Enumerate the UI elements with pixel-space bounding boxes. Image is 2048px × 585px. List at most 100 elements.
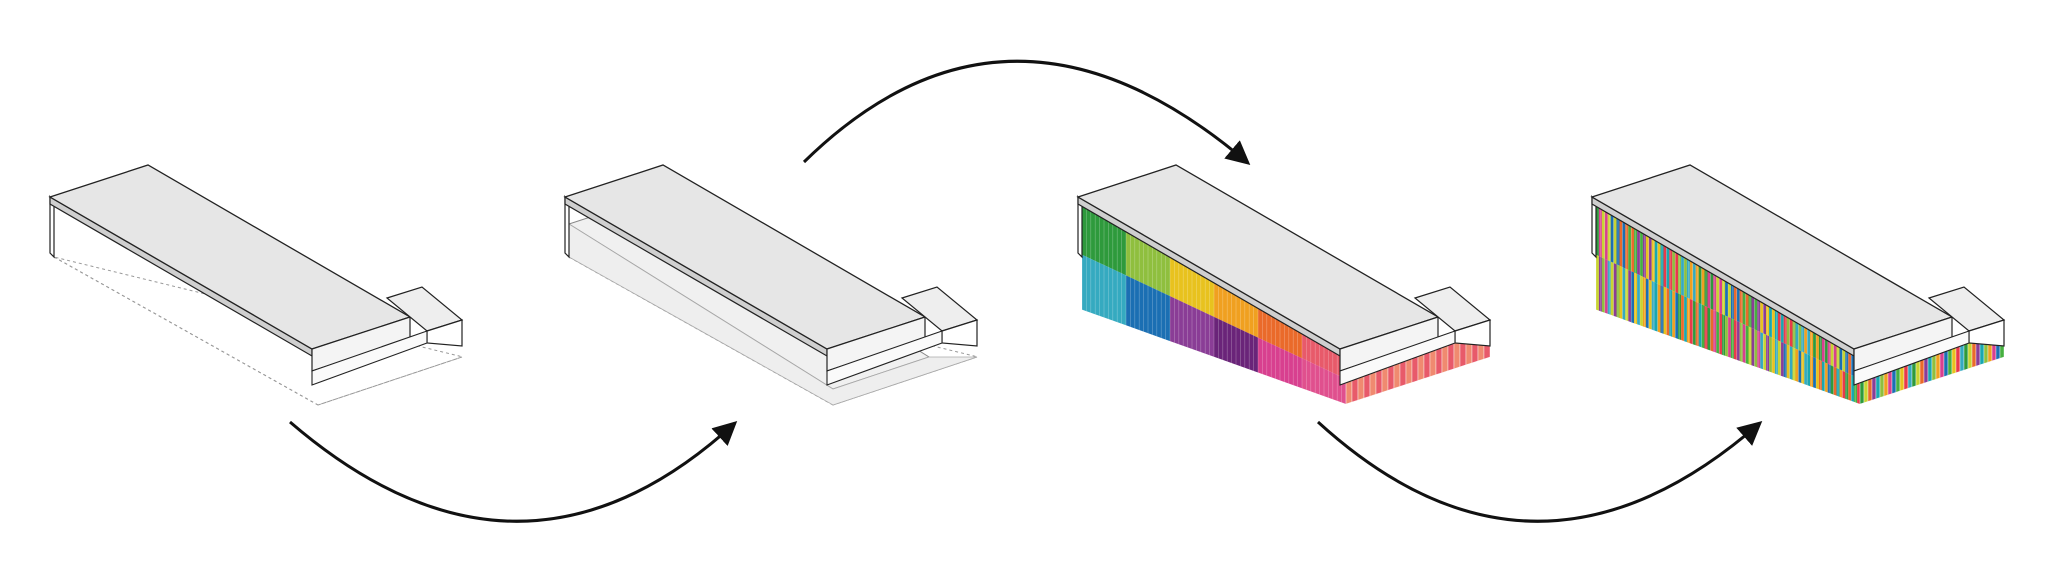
facade-panel [1695, 261, 1699, 303]
facade-panel [1302, 330, 1346, 379]
facade-panel [1648, 279, 1652, 330]
facade-panel [1601, 257, 1605, 313]
facade-panel [1637, 227, 1640, 276]
facade-panel [1689, 298, 1693, 345]
facade-panel [1763, 333, 1767, 371]
facade-panel [1745, 325, 1749, 365]
facade-panel [1654, 282, 1658, 332]
facade-panel [1695, 301, 1699, 347]
facade-panel [1126, 229, 1170, 297]
facade-panel [1795, 348, 1799, 382]
facade-panel [1824, 362, 1828, 393]
facade-panel [1640, 275, 1643, 327]
facade-panel [1684, 254, 1687, 298]
facade-panel [1804, 352, 1808, 386]
facade-panel [1810, 327, 1814, 357]
facade-panel [1722, 276, 1726, 316]
facade-panel [1745, 290, 1749, 327]
facade-panel [1651, 236, 1655, 283]
facade-panel [1716, 311, 1720, 354]
facade-panel [1801, 322, 1805, 353]
facade-panel [1716, 273, 1720, 313]
facade-panel [1730, 281, 1734, 320]
facade-panel [1610, 212, 1614, 263]
facade-panel [1598, 256, 1602, 312]
facade-panel [1769, 303, 1772, 338]
annex-side [1853, 330, 1970, 386]
facade-panel [1616, 215, 1620, 266]
facade-panel [1792, 317, 1796, 349]
facade-panel [1833, 366, 1837, 396]
facade-panel [1648, 234, 1652, 281]
facade-panel [1763, 300, 1767, 335]
facade-panel [1830, 339, 1834, 367]
facade-panel [1801, 351, 1805, 385]
facade-panel [1792, 347, 1796, 381]
facade-panel [1810, 355, 1814, 388]
facade-panel [1686, 256, 1690, 299]
facade-panel [1728, 316, 1731, 358]
facade-panel [1619, 217, 1623, 268]
facade-panel [1707, 307, 1711, 351]
facade-panel [1170, 254, 1214, 317]
building-stage-4 [1590, 164, 2006, 405]
facade-panel [1722, 314, 1726, 356]
facade-panel [1631, 271, 1635, 324]
facade-panel [1786, 313, 1790, 346]
facade-panel [1754, 295, 1758, 331]
facade-panel [1789, 345, 1793, 380]
facade-panel [1748, 326, 1752, 366]
facade-panel [1214, 316, 1258, 373]
facade-panel [1663, 242, 1667, 288]
facade-panel [1619, 265, 1623, 319]
facade-panel [1631, 224, 1635, 273]
facade-panel [1839, 344, 1843, 371]
facade-panel [1845, 347, 1849, 374]
facade-panel [1733, 319, 1737, 360]
transition-arrow [1316, 420, 1763, 523]
facade-panel [1660, 285, 1664, 334]
facade-panel [1675, 292, 1679, 339]
facade-panel [1082, 254, 1126, 326]
facade-panel [1628, 269, 1632, 323]
facade-panel [1678, 293, 1682, 340]
facade-panel [1672, 247, 1676, 292]
facade-panel [1836, 342, 1840, 370]
facade-panel [1625, 220, 1629, 270]
facade-panel [1651, 280, 1655, 331]
facade-panel [1848, 349, 1852, 375]
facade-panel [1710, 269, 1714, 310]
facade-panel [1701, 304, 1705, 349]
building-stage-2 [563, 164, 979, 406]
facade-panel [1736, 321, 1740, 361]
transition-arrow [802, 59, 1251, 165]
facade-panel [1613, 263, 1617, 317]
facade-panel [1713, 271, 1717, 312]
facade-panel [1686, 297, 1690, 344]
facade-panel [1751, 293, 1755, 330]
facade-panel [1798, 350, 1802, 383]
facade-panel [1642, 231, 1646, 279]
facade-panel [1777, 308, 1781, 342]
facade-panel [1082, 204, 1126, 276]
facade-panel [1851, 374, 1855, 402]
facade-panel [1842, 370, 1846, 399]
facade-panel [1786, 344, 1790, 379]
facade-panel [1742, 323, 1746, 364]
facade-panel [1657, 283, 1661, 333]
facade-panel [1666, 244, 1670, 290]
facade-panel [1669, 246, 1673, 291]
facade-panel [1634, 226, 1638, 274]
facade-panel [1710, 308, 1714, 352]
facade-panel [1663, 286, 1667, 335]
facade-panel [1760, 332, 1764, 370]
facade-panel [1725, 278, 1728, 317]
facade-panel [1607, 260, 1611, 315]
facade-panel [1704, 266, 1708, 308]
facade-panel [1692, 259, 1696, 302]
facade-panel [1836, 368, 1840, 397]
facade-panel [1757, 296, 1761, 333]
facade-panel [1681, 253, 1684, 297]
roof-surface [48, 164, 412, 350]
